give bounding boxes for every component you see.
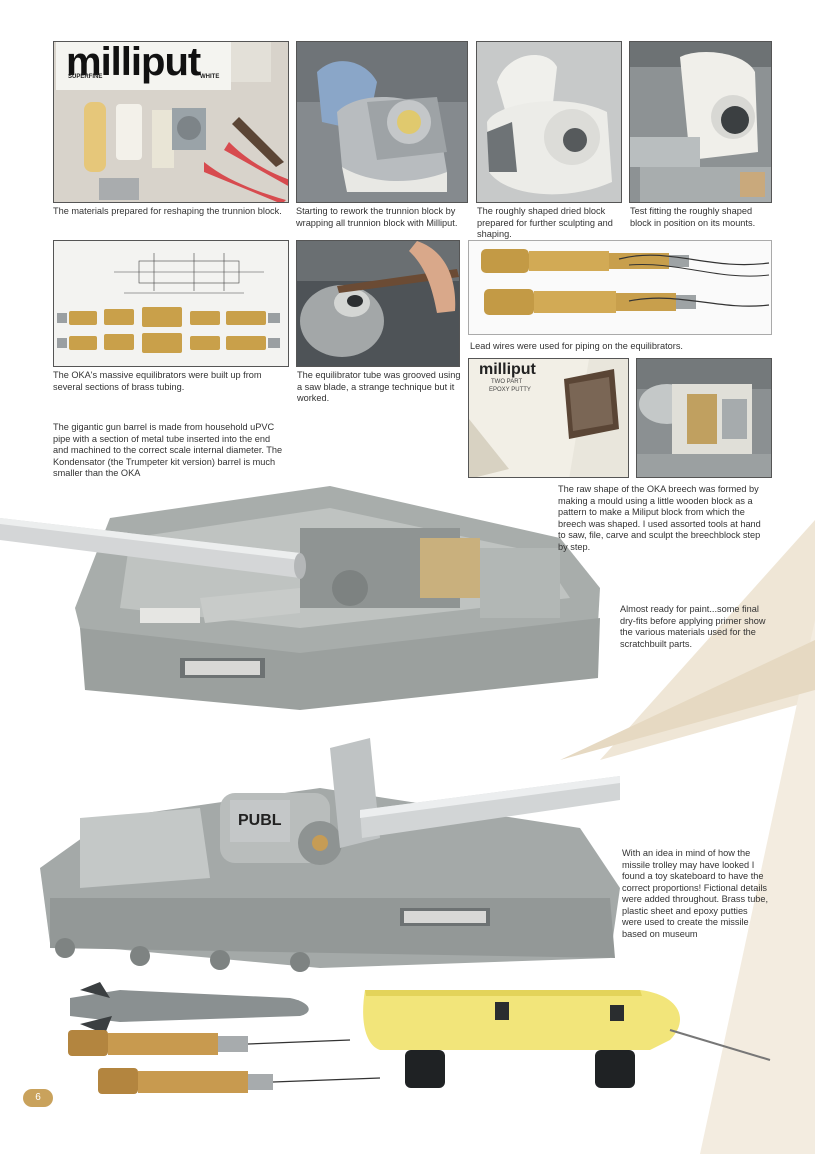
caption-almost-ready: Almost ready for paint...some final dry-… [620,604,766,649]
photo-breech-fit [636,358,772,478]
milliput-superfine: SUPERFINE [68,74,103,80]
photo-missile-trolley [60,950,780,1110]
photo-dried-block [476,41,622,203]
caption-grooved: The equilibrator tube was grooved using … [297,370,461,403]
photo-rework-block [296,41,468,203]
photo-test-fit [629,41,772,203]
caption-trolley: With an idea in mind of how the missile … [622,848,769,939]
milliput-white: WHITE [200,74,220,80]
milliput-brand: milliput [66,41,201,84]
caption-materials: The materials prepared for reshaping the… [53,206,282,216]
photo-model-side: PUBL [20,738,620,978]
photo-milliput-mould: milliput TWO PART EPOXY PUTTY [468,358,629,478]
caption-test-fit: Test fitting the roughly shaped block in… [630,206,756,228]
photo-model-top [0,478,620,728]
caption-rework: Starting to rework the trunnion block by… [296,206,458,228]
milliput-pack-brand: milliput [479,361,536,378]
caption-lead-wires: Lead wires were used for piping on the e… [470,341,683,351]
photo-grooved-tube [296,240,460,367]
page-number: 6 [23,1089,53,1107]
caption-gun-barrel: The gigantic gun barrel is made from hou… [53,422,283,478]
caption-equilibrators: The OKA's massive equilibrators were bui… [53,370,262,392]
photo-lead-wires [468,240,772,335]
photo-milliput-materials: milliput SUPERFINE WHITE [53,41,289,203]
milliput-pack-line2: EPOXY PUTTY [489,387,531,393]
milliput-pack-line1: TWO PART [491,379,523,385]
caption-dried: The roughly shaped dried block prepared … [477,206,613,239]
photo-equilibrator-drawing [53,240,289,367]
caption-breech: The raw shape of the OKA breech was form… [558,484,761,552]
barrel-text: PUBL [238,812,282,829]
